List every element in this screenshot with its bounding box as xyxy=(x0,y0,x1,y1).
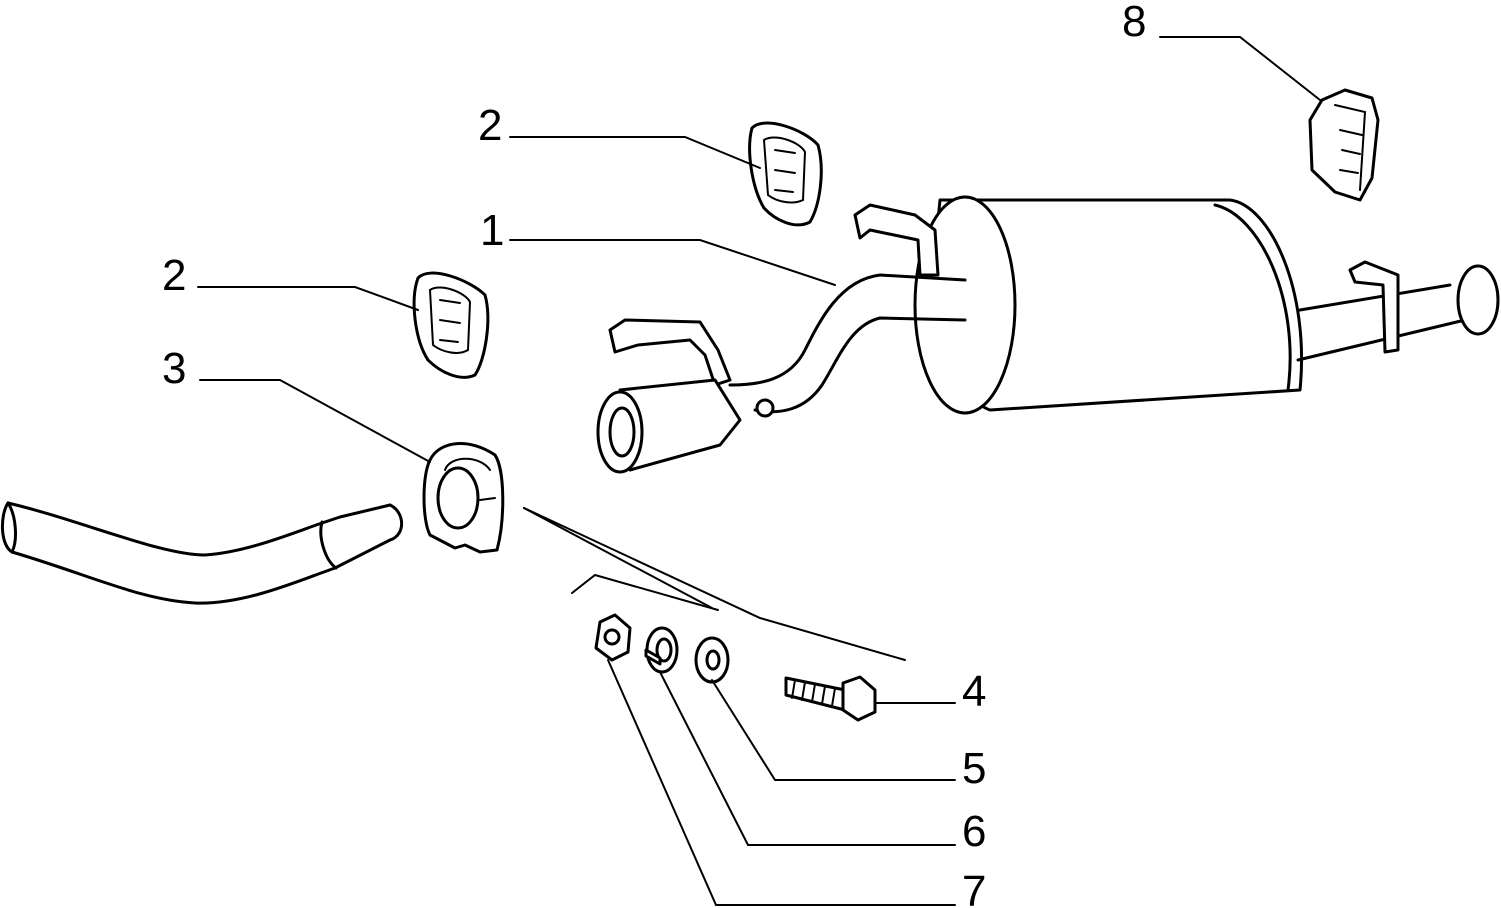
clamp-ring xyxy=(422,442,505,554)
hardware xyxy=(523,507,906,722)
nut xyxy=(594,613,632,662)
flat-washer xyxy=(694,636,730,684)
leader-8 xyxy=(1159,36,1321,101)
callout-2-upper: 2 xyxy=(478,101,502,150)
callout-8: 8 xyxy=(1122,0,1146,46)
rear-silencer xyxy=(596,195,1500,474)
rubber-mount-upper xyxy=(748,121,823,227)
callout-1: 1 xyxy=(480,206,504,255)
leader-7 xyxy=(607,659,956,906)
leader-2-lower xyxy=(197,286,419,311)
leader-2-upper xyxy=(509,136,761,169)
callout-3: 3 xyxy=(162,344,186,393)
rubber-mount-lower xyxy=(412,271,490,379)
front-pipe xyxy=(1,501,404,605)
leader-5 xyxy=(711,679,956,781)
leader-6 xyxy=(659,671,956,846)
leader-1 xyxy=(509,239,836,286)
hanger-bracket xyxy=(1308,88,1380,202)
callout-7: 7 xyxy=(962,867,986,908)
callout-6: 6 xyxy=(962,807,986,856)
callout-4: 4 xyxy=(962,667,986,716)
leader-3 xyxy=(199,379,431,463)
callout-2-lower: 2 xyxy=(162,251,186,300)
spring-washer xyxy=(644,626,679,674)
leader-lines xyxy=(197,36,1321,906)
bolt xyxy=(784,675,877,722)
callout-5: 5 xyxy=(962,744,986,793)
